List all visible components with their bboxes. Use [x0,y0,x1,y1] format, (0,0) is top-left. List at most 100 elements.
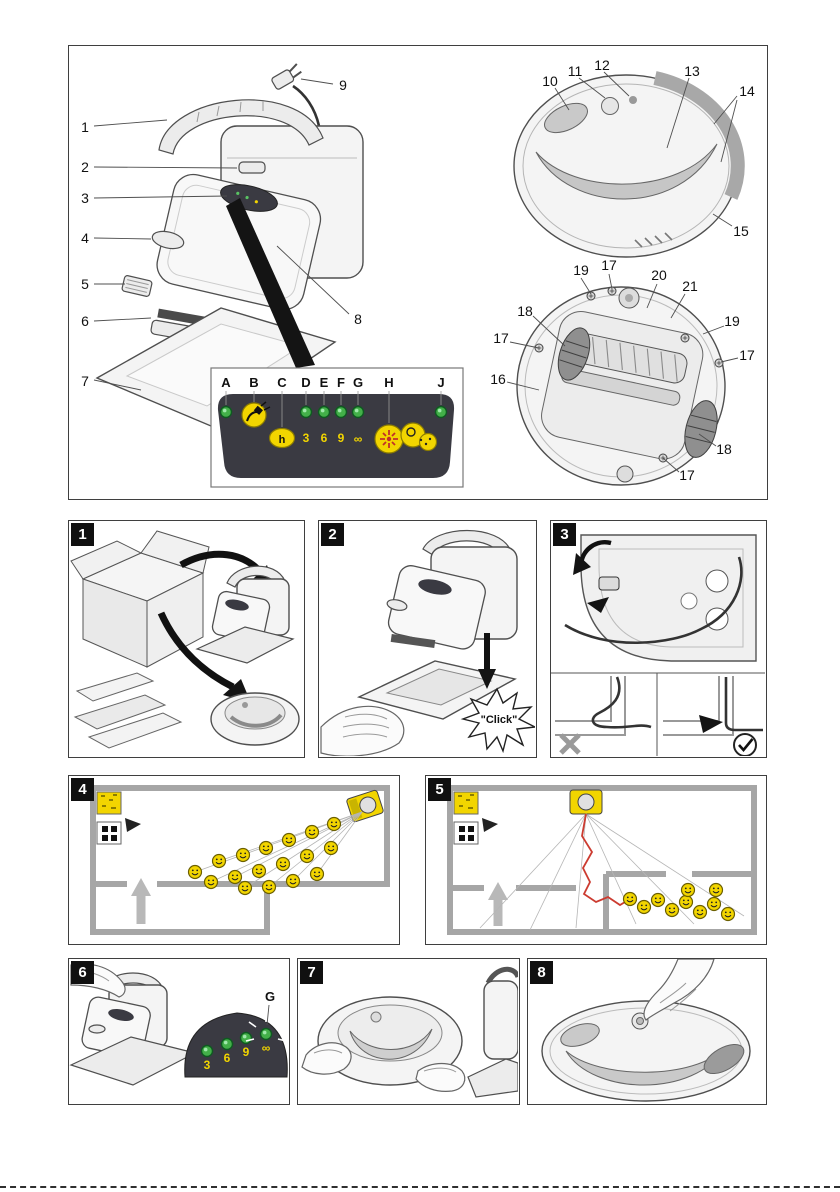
indicator-inset-g: 3 6 9 ∞ G [184,989,288,1078]
panel-letter-g: G [353,375,363,390]
pressing-hand-8 [643,959,715,1021]
panel-letter-e: E [320,375,329,390]
legend-arrow-icon [125,818,141,832]
panel-letter-j: J [437,375,444,390]
filter-vent [121,275,153,297]
duration6-6: 6 [224,1051,231,1065]
hour-symbol: h [279,434,286,446]
outer-walls [447,785,757,935]
check-mark-icon [733,733,757,756]
callout-11: 11 [568,63,583,79]
duration-9: 9 [338,431,345,445]
callout-9: 9 [339,77,347,93]
step-2-panel: 2 "Click" [318,520,537,758]
led-d [299,405,313,419]
door-arrow [488,882,508,926]
callout-17c: 17 [739,347,755,363]
callout-17b: 17 [493,330,509,346]
panel-face [217,394,455,478]
station-step6 [69,972,197,1086]
led-e [317,405,331,419]
rear-caster [616,465,634,483]
wheel-left [557,327,591,381]
led-f [334,405,348,419]
carton [70,530,210,668]
robot-mini [210,692,300,746]
top-callout-lines [554,71,738,227]
robot-bottom-view [516,286,726,486]
cable-hook [598,576,620,591]
callout-14: 14 [739,83,755,99]
robot-topview-8 [541,1000,751,1102]
callout-10: 10 [542,73,558,89]
overview-illustration: 1 2 3 4 5 6 7 8 9 10 11 12 13 14 1 [81,57,755,488]
callout-13: 13 [684,63,700,79]
wheel-right [684,400,718,458]
led-g [351,405,365,419]
led-a [219,405,233,419]
callout-21: 21 [682,278,698,294]
duration-6: 6 [321,431,328,445]
duration6-3: 3 [204,1058,211,1072]
panel-letter-b: B [249,375,258,390]
hand [320,705,405,756]
step-badge-6: 6 [71,961,94,984]
step-badge-7: 7 [300,961,323,984]
callout-19: 19 [573,262,589,278]
station-button [151,230,185,250]
panel-letter-h: H [384,375,393,390]
station-step2 [356,529,518,720]
callout-1: 1 [81,119,89,135]
step-8-panel: 8 [527,958,767,1105]
legend [453,791,498,845]
overview-panel: 1 2 3 4 5 6 7 8 9 10 11 12 13 14 1 [68,45,768,500]
click-label: "Click" [481,714,518,726]
duration6-inf: ∞ [262,1041,271,1055]
screw-icon [680,333,690,343]
step-4-panel: 4 [68,775,400,945]
lid-latch [238,161,266,174]
panel-letter-c: C [277,375,287,390]
set-duration-illustration: 3 6 9 ∞ G [69,963,288,1086]
duration-inf: ∞ [354,432,363,446]
station-callout-lines [93,78,350,391]
callout-16: 16 [490,371,506,387]
panel-letter-f: F [337,375,345,390]
step-3-panel: 3 [550,520,767,758]
magnify-wedge-arrow [226,198,315,368]
inner-walls [603,871,754,932]
blink-rays [245,1015,287,1042]
callout-17: 17 [601,257,617,273]
bumper-band [653,71,745,200]
sensor-window [544,102,588,134]
callout-18b: 18 [716,441,732,457]
led-6h [220,1037,234,1051]
callout-4: 4 [81,230,89,246]
floor-plan-scatter [90,785,390,935]
callout-15: 15 [733,223,749,239]
legend [96,791,141,845]
callout-12: 12 [594,57,610,73]
floor-plan-path [447,785,757,935]
door-arrow [131,878,151,924]
bottom-callout-lines [506,273,739,473]
callout-18: 18 [517,303,533,319]
station-icon [569,789,603,815]
correct-example [663,676,763,756]
led-inf [259,1027,273,1041]
panel-letter-d: D [301,375,310,390]
letter-leader-lines [225,391,442,427]
x-mark-icon [559,733,581,755]
hour-indicator-icon: h [268,427,296,449]
carried-robot [317,996,463,1086]
step-1-panel: 1 [68,520,305,758]
robot-path-red [581,813,631,907]
attach-arrow [478,633,496,689]
step-badge-1: 1 [71,523,94,546]
step-badge-8: 8 [530,961,553,984]
top-button [601,97,619,115]
power-plug-icon [271,63,302,90]
callout-8: 8 [354,311,362,327]
power-cord [292,84,321,127]
